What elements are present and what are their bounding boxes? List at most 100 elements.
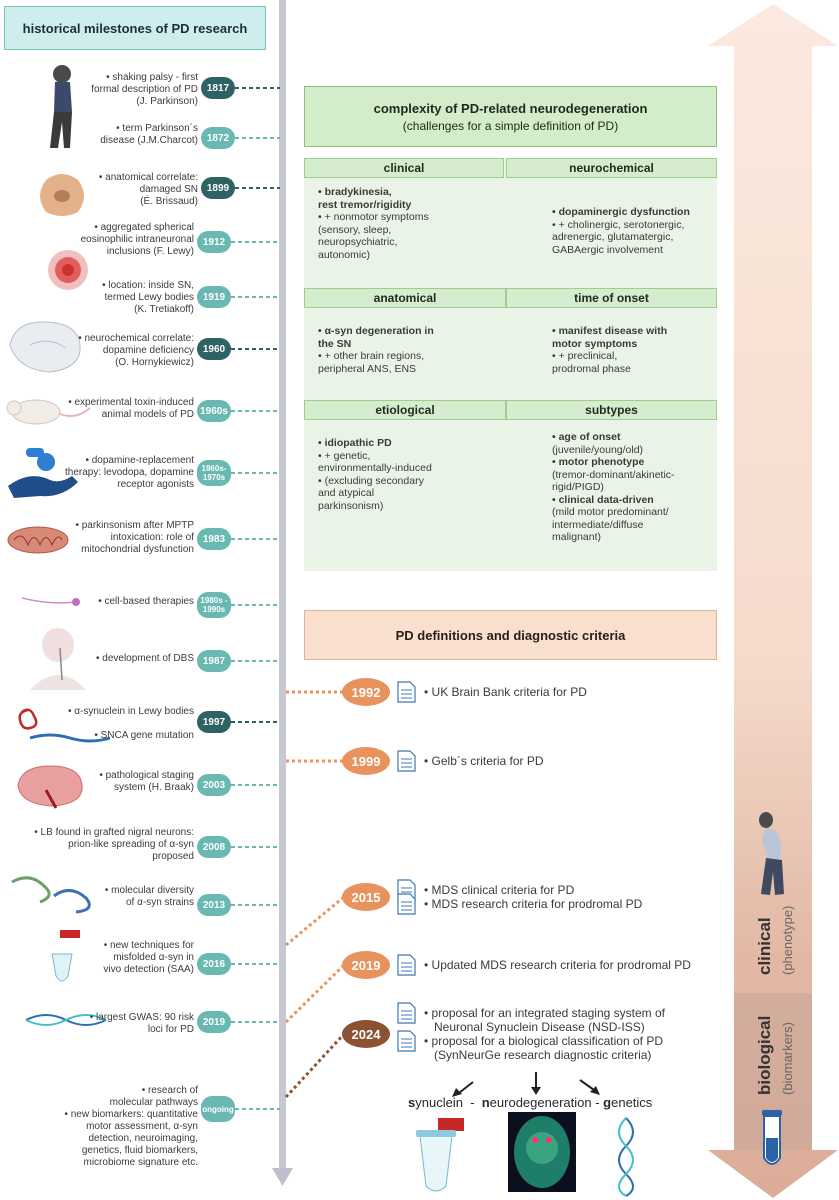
s-letter: s [408, 1095, 416, 1110]
milestone-year-badge: 2016 [197, 953, 231, 975]
definition-text: • MDS clinical criteria for PD [424, 883, 575, 897]
category-text: • age of onset(juvenile/young/old)• moto… [552, 431, 714, 544]
milestone-line: • location: inside SN, [102, 280, 194, 291]
document-icon [397, 750, 416, 772]
g-rest: enetics [611, 1095, 653, 1110]
milestone-year-badge: 2003 [197, 774, 231, 796]
definition-text: (SynNeurGe research diagnostic criteria) [434, 1048, 652, 1062]
milestone-line: • pathological staging [99, 770, 194, 781]
milestone-line: detection, neuroimaging, [88, 1133, 198, 1144]
category-line: parkinsonism) [318, 499, 384, 512]
milestone-line: mitochondrial dysfunction [81, 544, 194, 555]
sample-tube-icon [416, 1118, 464, 1192]
category-header: time of onset [506, 288, 717, 308]
subtype-line: rigid/PIGD) [552, 481, 604, 493]
milestone-year-badge: 2013 [197, 894, 231, 916]
milestone-year-badge: 1960s-1970s [197, 460, 231, 486]
milestone-line: (É. Brissaud) [140, 196, 198, 207]
milestone-line [68, 718, 194, 730]
clinical-label: clinical [755, 917, 774, 975]
milestone-icons [6, 65, 111, 1026]
category-line: environmentally-induced [318, 462, 432, 474]
clinical-biological-arrow [708, 4, 838, 1198]
milestone-line: • dopamine-replacement [85, 455, 194, 466]
test-tube-icon [762, 1110, 782, 1165]
pet-scan-icon [508, 1112, 576, 1192]
milestone-line: • neurochemical correlate: [78, 333, 194, 344]
subtype-bold-line: • motor phenotype [552, 456, 645, 468]
milestone-line: intoxication: role of [110, 532, 194, 543]
milestone-line: • new techniques for [103, 940, 194, 951]
milestone-line: prion-like spreading of α-syn [68, 839, 194, 850]
milestone-year-badge: 1817 [201, 77, 235, 99]
milestone-year-badge: ongoing [201, 1096, 235, 1122]
category-text: • bradykinesia,rest tremor/rigidity• + n… [318, 186, 478, 261]
milestone-year-badge: 2019 [197, 1011, 231, 1033]
braak-brain-icon [17, 765, 83, 809]
milestone-line: of α-syn strains [125, 897, 194, 908]
milestone-line: • parkinsonism after MPTP [75, 520, 194, 531]
category-bold-line: • manifest disease with [552, 325, 668, 337]
category-line: • + nonmotor symptoms [318, 211, 429, 223]
milestone-line: system (H. Braak) [113, 782, 194, 793]
category-bold-line: the SN [318, 337, 352, 350]
category-bold-line: motor symptoms [552, 337, 638, 350]
definition-connectors [284, 690, 346, 1099]
category-line: GABAergic involvement [552, 243, 663, 256]
definition-text: • MDS research criteria for prodromal PD [424, 897, 643, 911]
milestone-year-badge: 1980s - 1990s [197, 592, 231, 618]
milestone-line: vivo detection (SAA) [103, 964, 194, 975]
substantia-nigra-icon [40, 174, 84, 216]
milestone-year-badge: 1960 [197, 338, 231, 360]
milestone-line: • α-synuclein in Lewy bodies [67, 706, 194, 717]
dna-strand-icon [618, 1117, 634, 1197]
timeline-axis [272, 0, 293, 1186]
document-icon [397, 893, 416, 915]
milestones-title: historical milestones of PD research [4, 6, 266, 50]
definition-connector [284, 1032, 346, 1099]
category-header: anatomical [304, 288, 506, 308]
milestone-year-badge: 1960s [197, 400, 231, 422]
definitions-header: PD definitions and diagnostic criteria [304, 610, 717, 660]
category-line: (sensory, sleep, [318, 223, 392, 236]
dna-icon [25, 1014, 107, 1026]
milestone-line: • molecular diversity [104, 885, 194, 896]
definition-year-oval: 2019 [342, 951, 390, 979]
subtype-line: malignant) [552, 531, 602, 543]
category-bold-line: rest tremor/rigidity [318, 198, 412, 211]
milestone-line: therapy: levodopa, dopamine [65, 467, 194, 478]
category-line: • + genetic, [318, 449, 371, 462]
definition-text: • Gelb´s criteria for PD [424, 754, 544, 768]
milestone-text: • location: inside SN,termed Lewy bodies… [102, 280, 194, 316]
milestone-line: dopamine deficiency [102, 345, 194, 356]
dash-2: - [591, 1095, 604, 1110]
category-bold-line: • α-syn degeneration in [318, 325, 434, 337]
milestone-year-badge: 1919 [197, 286, 231, 308]
subtype-line: (juvenile/young/old) [552, 443, 644, 456]
milestone-year-badge: 2008 [197, 836, 231, 858]
category-header: subtypes [506, 400, 717, 420]
category-bold-line: • idiopathic PD [318, 437, 392, 449]
category-header: clinical [304, 158, 504, 178]
category-line: neuropsychiatric, [318, 236, 398, 248]
milestone-line: • anatomical correlate: [98, 172, 198, 183]
pill-hand-icon [8, 448, 78, 498]
milestone-line: • cell-based therapies [98, 596, 194, 607]
category-line: and atypical [318, 487, 375, 499]
subtype-line: intermediate/diffuse [552, 518, 644, 531]
milestone-line: inclusions (F. Lewy) [106, 246, 194, 257]
milestone-line: formal description of PD [91, 84, 198, 95]
mitochondrion-icon [7, 526, 69, 554]
category-line: • + preclinical, [552, 350, 618, 362]
milestone-line: eosinophilic intraneuronal [80, 234, 194, 245]
document-icon [397, 1002, 416, 1024]
protein-strains-icon [11, 876, 91, 914]
milestone-line: motor assessment, α-syn [86, 1121, 198, 1132]
